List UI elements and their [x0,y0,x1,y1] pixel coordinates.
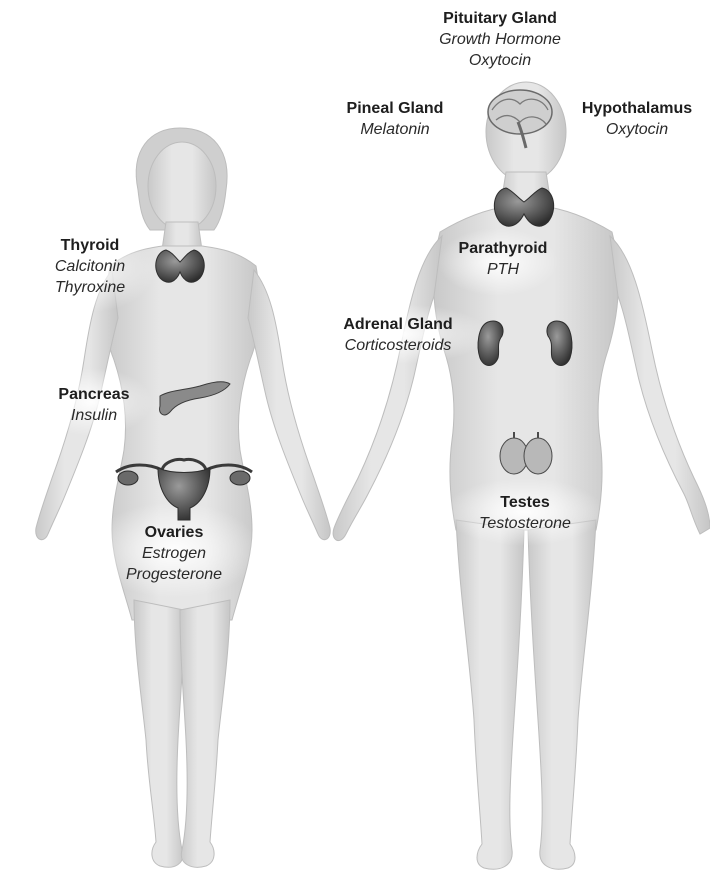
hormone: Progesterone [104,564,244,585]
gland-name: Pancreas [44,384,144,405]
label-hypothalamus: Hypothalamus Oxytocin [566,98,708,140]
label-thyroid: Thyroid Calcitonin Thyroxine [40,235,140,298]
male-left-arm [333,236,442,541]
male-right-leg [528,520,596,869]
hormone: Oxytocin [420,50,580,71]
hormone: PTH [448,259,558,280]
hormone: Estrogen [104,543,244,564]
hormone: Thyroxine [40,277,140,298]
hormone: Insulin [44,405,144,426]
gland-name: Pituitary Gland [420,8,580,29]
gland-name: Ovaries [104,522,244,543]
female-head [148,142,216,230]
gland-name: Parathyroid [448,238,558,259]
male-left-leg [456,520,524,869]
hormone: Calcitonin [40,256,140,277]
hormone: Testosterone [462,513,588,534]
label-ovaries: Ovaries Estrogen Progesterone [104,522,244,585]
hormone: Corticosteroids [322,335,474,356]
gland-name: Testes [462,492,588,513]
gland-name: Hypothalamus [566,98,708,119]
female-left-leg [134,600,184,867]
gland-name: Thyroid [40,235,140,256]
hormone: Growth Hormone [420,29,580,50]
gland-name: Pineal Gland [340,98,450,119]
label-pituitary: Pituitary Gland Growth Hormone Oxytocin [420,8,580,71]
label-adrenal: Adrenal Gland Corticosteroids [322,314,474,356]
label-pineal: Pineal Gland Melatonin [340,98,450,140]
female-right-leg [180,600,230,867]
hormone: Melatonin [340,119,450,140]
hormone: Oxytocin [566,119,708,140]
gland-name: Adrenal Gland [322,314,474,335]
male-right-arm [610,236,710,534]
label-parathyroid: Parathyroid PTH [448,238,558,280]
label-pancreas: Pancreas Insulin [44,384,144,426]
label-testes: Testes Testosterone [462,492,588,534]
female-right-arm [248,270,330,540]
